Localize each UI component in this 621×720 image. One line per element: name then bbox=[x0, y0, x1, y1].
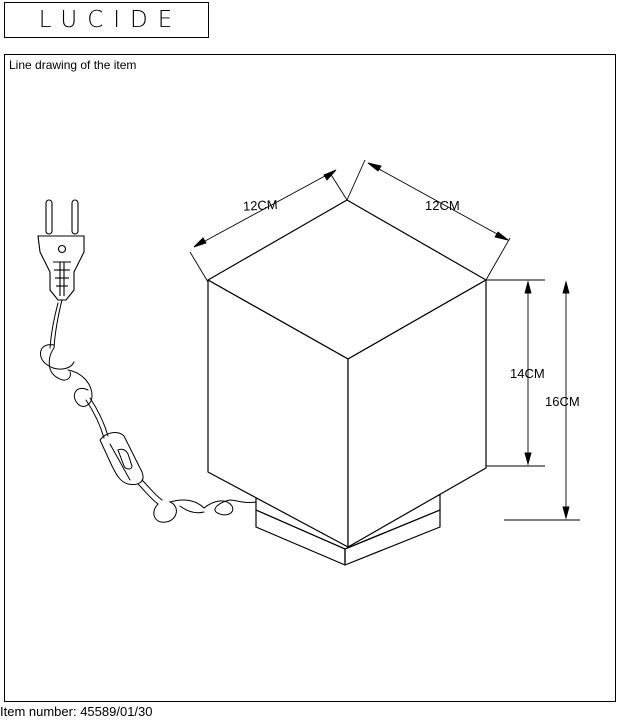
width-left-label: 12CM bbox=[243, 197, 278, 214]
power-cord bbox=[39, 299, 257, 523]
power-plug bbox=[37, 199, 85, 301]
brand-logo: LUCIDE bbox=[4, 2, 209, 38]
width-right-label: 12CM bbox=[425, 198, 460, 213]
brand-logo-text: LUCIDE bbox=[38, 7, 183, 33]
total-height-label: 16CM bbox=[545, 394, 580, 409]
drawing-frame bbox=[4, 54, 616, 702]
item-number: Item number: 45589/01/30 bbox=[0, 704, 153, 719]
drawing-caption: Line drawing of the item bbox=[9, 58, 137, 72]
dimension-lines bbox=[189, 159, 580, 521]
lamp-shade bbox=[207, 199, 487, 548]
shade-height-label: 14CM bbox=[510, 366, 545, 381]
